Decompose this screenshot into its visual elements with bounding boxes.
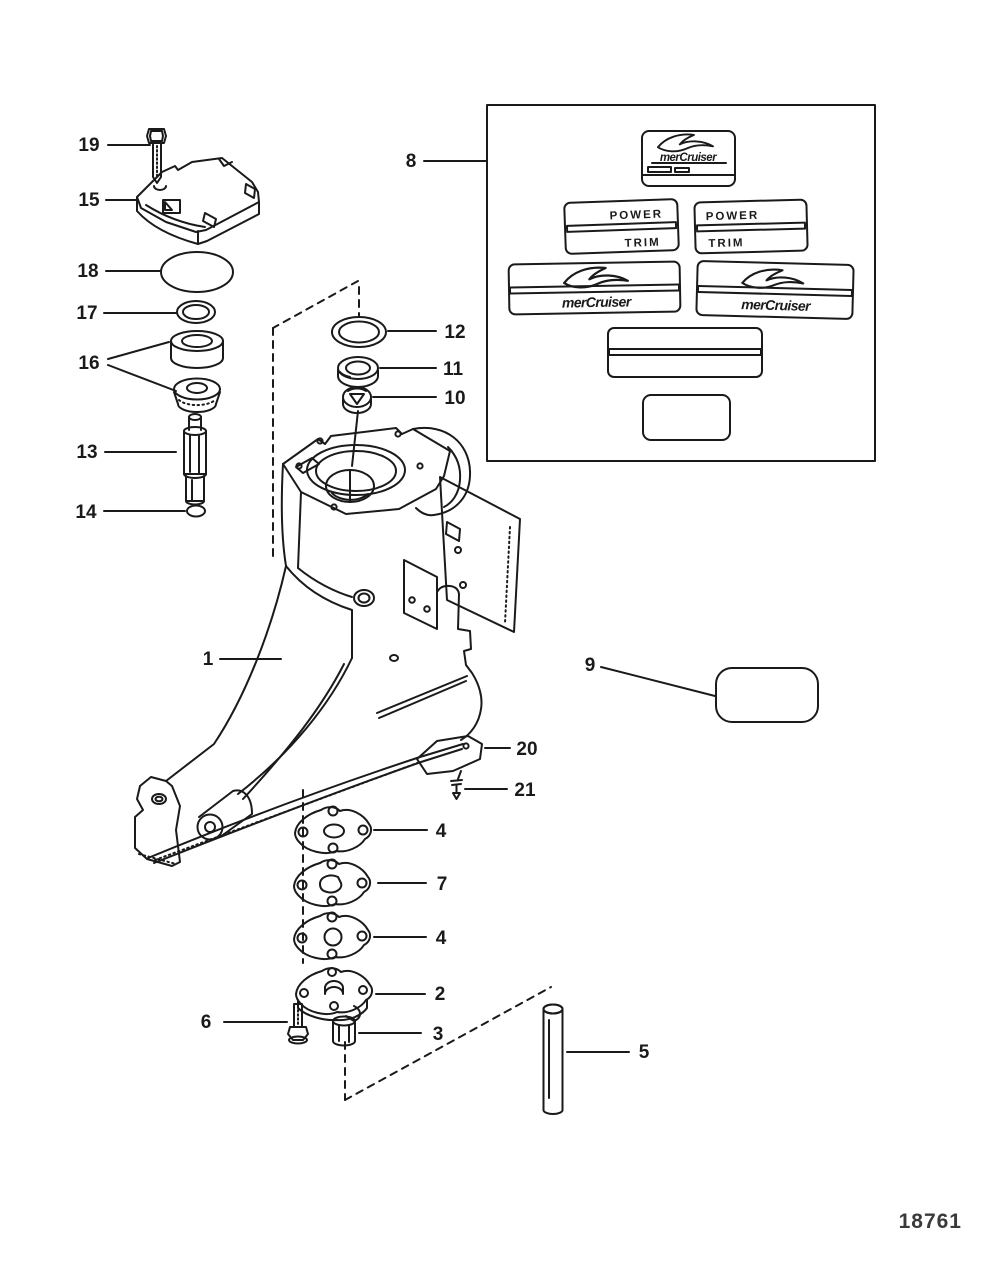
power-label: POWER: [706, 210, 760, 223]
callout-14: 14: [75, 502, 97, 523]
callout-18: 18: [77, 261, 98, 282]
callout-2: 2: [435, 984, 446, 1005]
decal-brand-text: merCruiser: [741, 296, 812, 314]
callout-12: 12: [444, 322, 465, 343]
decal-logo-text: merCruiser: [660, 152, 717, 164]
callout-3: 3: [433, 1024, 444, 1045]
part-7-gasket: [293, 858, 372, 908]
callout-11: 11: [443, 359, 464, 380]
part-1-driveshaft-housing: [134, 426, 521, 867]
part-16-bearing-set: [170, 330, 224, 413]
callout-1: 1: [203, 649, 214, 670]
leader-16a: [107, 341, 170, 360]
decal-mercruiser-left: merCruiser: [507, 260, 682, 316]
part-20-plate: [416, 735, 483, 780]
callout-8: 8: [406, 151, 417, 172]
callout-5: 5: [639, 1042, 650, 1063]
callout-4a: 4: [436, 821, 447, 842]
part-5-tube: [542, 1003, 564, 1115]
part-6-bolt: [287, 1003, 309, 1045]
part-14-o-ring: [186, 504, 206, 518]
construction-lines: [272, 280, 552, 1101]
part-2-base-plate: [295, 967, 374, 1022]
callout-9: 9: [585, 655, 596, 676]
decal-black-swoosh: [642, 394, 731, 441]
trim-label: TRIM: [708, 237, 744, 250]
decal-power-trim-left: POWER TRIM: [563, 198, 680, 255]
part-13-shaft: [183, 413, 207, 506]
callout-6: 6: [201, 1012, 212, 1033]
part-3-bushing: [332, 1015, 356, 1047]
callout-21: 21: [514, 780, 536, 801]
part-8-decal-sheet: merCruiser POWER TRIM POWER TRIM merCrui…: [486, 104, 876, 462]
decal-brand-text: merCruiser: [562, 293, 633, 310]
part-10-bearing: [342, 386, 372, 414]
callout-7: 7: [437, 874, 448, 895]
decal-mercruiser-right: merCruiser: [695, 260, 855, 320]
leader-lines: [103, 144, 716, 1053]
trim-label: TRIM: [624, 237, 661, 250]
decal-blank-stripe: [607, 327, 763, 378]
callout-4b: 4: [436, 928, 447, 949]
leader-16b: [107, 364, 177, 392]
callout-10: 10: [444, 388, 465, 409]
part-4-gasket-lower: [293, 911, 372, 961]
callout-labels: 19 15 18 17 16 13 14 8 12 11 10 1 9 20 2…: [75, 135, 649, 1063]
callout-15: 15: [78, 190, 100, 211]
callout-16: 16: [78, 353, 99, 374]
part-15-cover: [136, 157, 260, 245]
part-18-o-ring: [160, 251, 234, 293]
part-19-screw: [146, 128, 167, 184]
callout-19: 19: [78, 135, 99, 156]
power-label: POWER: [609, 209, 663, 223]
part-9-decal-outline: [715, 667, 819, 723]
part-17-ring: [176, 300, 216, 324]
part-4-gasket-upper: [294, 805, 373, 855]
decal-power-trim-right: POWER TRIM: [693, 198, 809, 255]
callout-20: 20: [516, 739, 537, 760]
part-21-screw: [450, 779, 463, 800]
drawing-number: 18761: [899, 1210, 962, 1233]
callout-17: 17: [76, 303, 97, 324]
leader-9: [600, 666, 716, 697]
part-11-seal: [337, 356, 379, 388]
part-12-o-ring: [331, 316, 387, 348]
callout-13: 13: [76, 442, 97, 463]
decal-logo-plate: merCruiser: [641, 130, 736, 187]
